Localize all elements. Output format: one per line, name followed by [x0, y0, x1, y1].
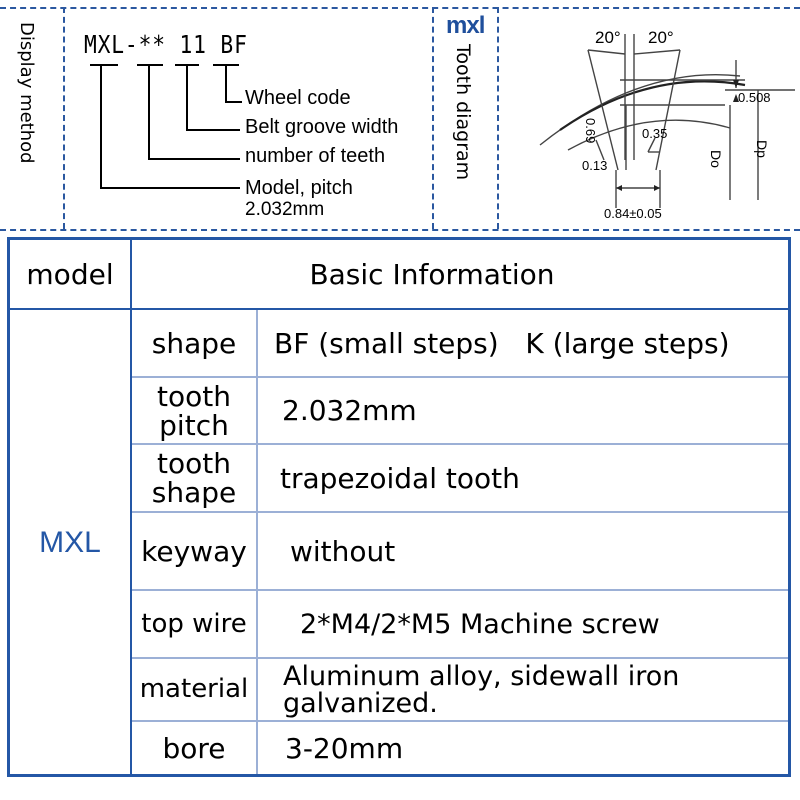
bottom-dashed-border: [0, 229, 800, 231]
row-value-text: without: [290, 534, 396, 568]
row-pitch-value: 2.032mm: [282, 378, 782, 443]
leader-model-tick: [90, 64, 118, 66]
tooth-profile-diagram: [539, 34, 795, 208]
section-divider: [432, 7, 434, 229]
dim-084-label: 0.84±0.05: [604, 206, 662, 221]
leader-wheel-tick: [213, 64, 239, 66]
row-value-text: 2.032mm: [282, 394, 417, 427]
legend-wheel-code: Wheel code: [245, 87, 351, 109]
row-divider-6: [132, 720, 788, 722]
dim-013-label: 0.13: [582, 158, 608, 173]
row-label-text: tooth: [157, 447, 231, 480]
tooth-diagram-title: Tooth diagram: [452, 44, 474, 181]
legend-pitch-value: 2.032mm: [245, 199, 325, 220]
row-top-wire-value: 2*M4/2*M5 Machine screw: [300, 591, 784, 657]
tooth-diagram-divider: [497, 7, 499, 229]
do-label: Do: [708, 150, 724, 168]
row-divider-5: [132, 657, 788, 659]
row-label-text: bore: [162, 731, 226, 765]
display-method-divider: [63, 7, 65, 229]
top-dashed-border: [0, 7, 800, 9]
row-top-wire-label: top wire: [132, 591, 256, 657]
legend-number-of-teeth: number of teeth: [245, 145, 386, 167]
header-model: model: [26, 257, 114, 291]
dim-035-label: 0.35: [642, 126, 668, 141]
leader-wheel-vertical: [225, 64, 227, 102]
row-label-text: top wire: [141, 608, 247, 639]
angle-right-label: 20°: [648, 28, 674, 47]
leader-groove-horizontal: [186, 129, 240, 131]
dim-0508-label: 0.508: [738, 90, 771, 105]
row-label-text: tooth: [157, 379, 231, 413]
leader-model-vertical: [100, 64, 102, 188]
model-value: MXL: [39, 525, 101, 559]
row-bore-label: bore: [132, 722, 256, 774]
header-basic-information: Basic Information: [309, 257, 555, 291]
row-keyway-label: keyway: [132, 513, 256, 589]
dp-label: Dp: [754, 140, 770, 158]
mxl-logo: mxl: [446, 12, 485, 39]
row-keyway-value: without: [290, 513, 780, 589]
angle-left-label: 20°: [595, 28, 621, 47]
legend-belt-groove-width: Belt groove width: [245, 116, 399, 138]
legend-model-pitch: Model, pitch: [245, 177, 353, 199]
row-bore-value: 3-20mm: [285, 722, 780, 774]
row-value-text: trapezoidal tooth: [280, 461, 520, 495]
row-divider-4: [132, 589, 788, 591]
leader-teeth-vertical: [148, 64, 150, 159]
row-label-text: material: [139, 674, 249, 704]
row-pitch-label: tooth pitch: [132, 378, 256, 443]
row-material-value: Aluminum alloy, sidewall iron galvanized…: [283, 659, 783, 720]
leader-teeth-horizontal: [148, 158, 240, 160]
row-value-text: BF (small steps) K (large steps): [274, 326, 730, 360]
row-value-text-2: galvanized.: [283, 687, 438, 719]
leader-groove-vertical: [186, 64, 188, 130]
row-value-text: Aluminum alloy, sidewall iron: [283, 660, 680, 692]
leader-teeth-tick: [137, 64, 163, 66]
display-method-title: Display method: [16, 22, 37, 164]
leader-groove-tick: [175, 64, 199, 66]
row-tooth-shape-value: trapezoidal tooth: [280, 445, 780, 511]
row-material-label: material: [132, 659, 256, 720]
label-column-divider: [256, 310, 258, 774]
row-label-text: shape: [151, 326, 237, 360]
model-code: MXL-** 11 BF: [84, 30, 248, 59]
leader-model-horizontal: [100, 187, 240, 189]
spec-table: model Basic Information MXL shape BF (sm…: [7, 237, 791, 777]
row-label-text-2: shape: [151, 476, 237, 509]
row-shape-label: shape: [132, 310, 256, 376]
row-value-text: 3-20mm: [285, 731, 404, 765]
row-divider-1: [132, 376, 788, 378]
row-label-text: keyway: [141, 534, 247, 568]
leader-wheel-horizontal: [225, 101, 242, 103]
row-value-text: 2*M4/2*M5 Machine screw: [300, 608, 660, 640]
header-row-divider: [10, 308, 788, 310]
row-divider-2: [132, 443, 788, 445]
row-tooth-shape-label: tooth shape: [132, 445, 256, 511]
dim-069-label: 0.69: [583, 118, 598, 144]
row-label-text-2: pitch: [159, 408, 229, 442]
top-section: Display method MXL-** 11 BF Wheel code B…: [0, 0, 800, 232]
row-shape-value: BF (small steps) K (large steps): [274, 310, 784, 376]
model-column-divider: [130, 240, 132, 774]
row-divider-3: [132, 511, 788, 513]
